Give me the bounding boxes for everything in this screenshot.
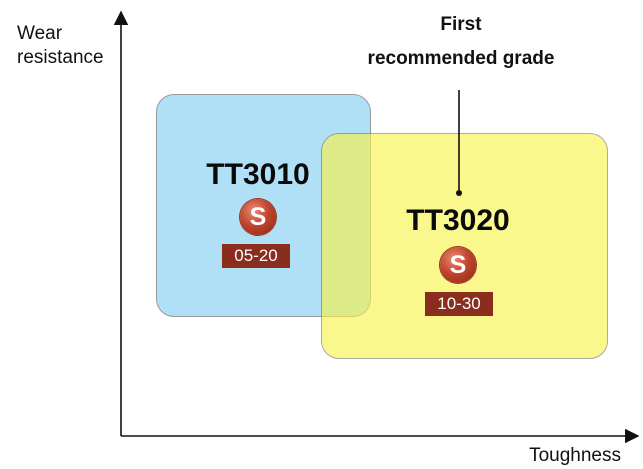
y-axis-label: Wear resistance [17,22,104,70]
y-axis-label-line1: Wear [17,23,63,44]
s-badge-icon: S [440,247,476,283]
grade-region-tt3020 [321,133,608,359]
callout-label: First recommended grade [320,8,602,76]
callout-line2: recommended grade [367,48,555,69]
grade-name-tt3010: TT3010 [206,158,310,191]
x-axis-label: Toughness [529,445,621,466]
callout-line1: First [440,14,482,35]
grade-name-tt3020: TT3020 [406,204,510,237]
y-axis-label-line2: resistance [17,47,104,68]
range-tag-tt3020: 10-30 [425,292,493,316]
range-tag-tt3010: 05-20 [222,244,290,268]
s-badge-icon: S [240,199,276,235]
